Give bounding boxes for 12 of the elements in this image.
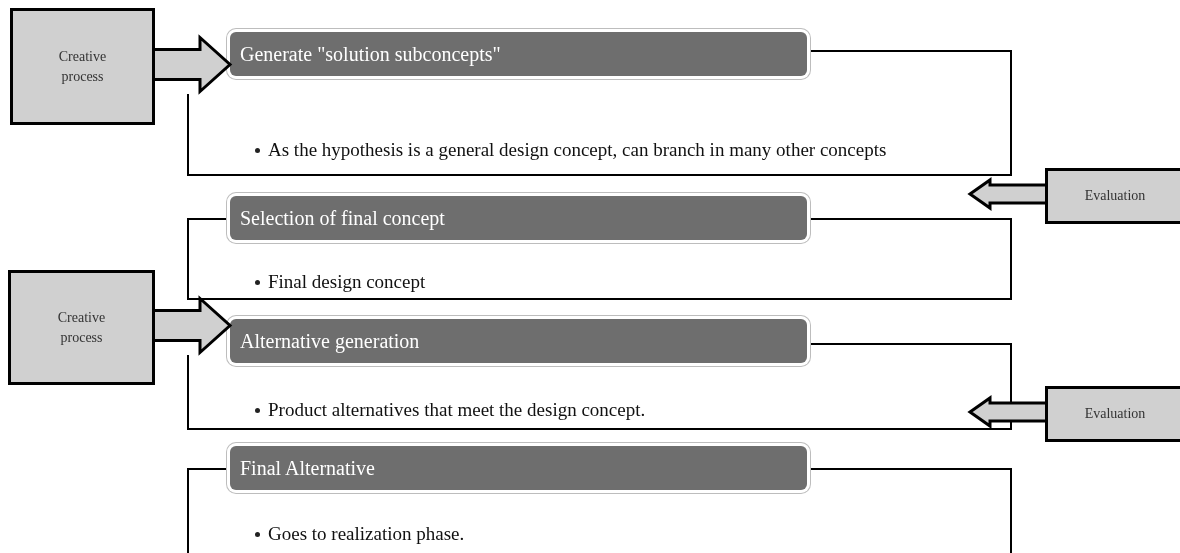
callout-box: Evaluation (1045, 168, 1180, 224)
block-arrow (967, 177, 1048, 211)
block-arrow (152, 34, 233, 95)
block-arrow (152, 295, 233, 356)
stage-description: As the hypothesis is a general design concept, can branch in many other concepts (268, 138, 887, 162)
stage-description: Goes to realization phase. (268, 522, 465, 546)
callout-box: Evaluation (1045, 386, 1180, 442)
stage-description: Final design concept (268, 270, 426, 294)
stage-description: Product alternatives that meet the design concept. (268, 398, 646, 422)
callout-box: Creative process (10, 8, 155, 125)
callout-box: Creative process (8, 270, 155, 385)
block-arrow (967, 395, 1048, 429)
